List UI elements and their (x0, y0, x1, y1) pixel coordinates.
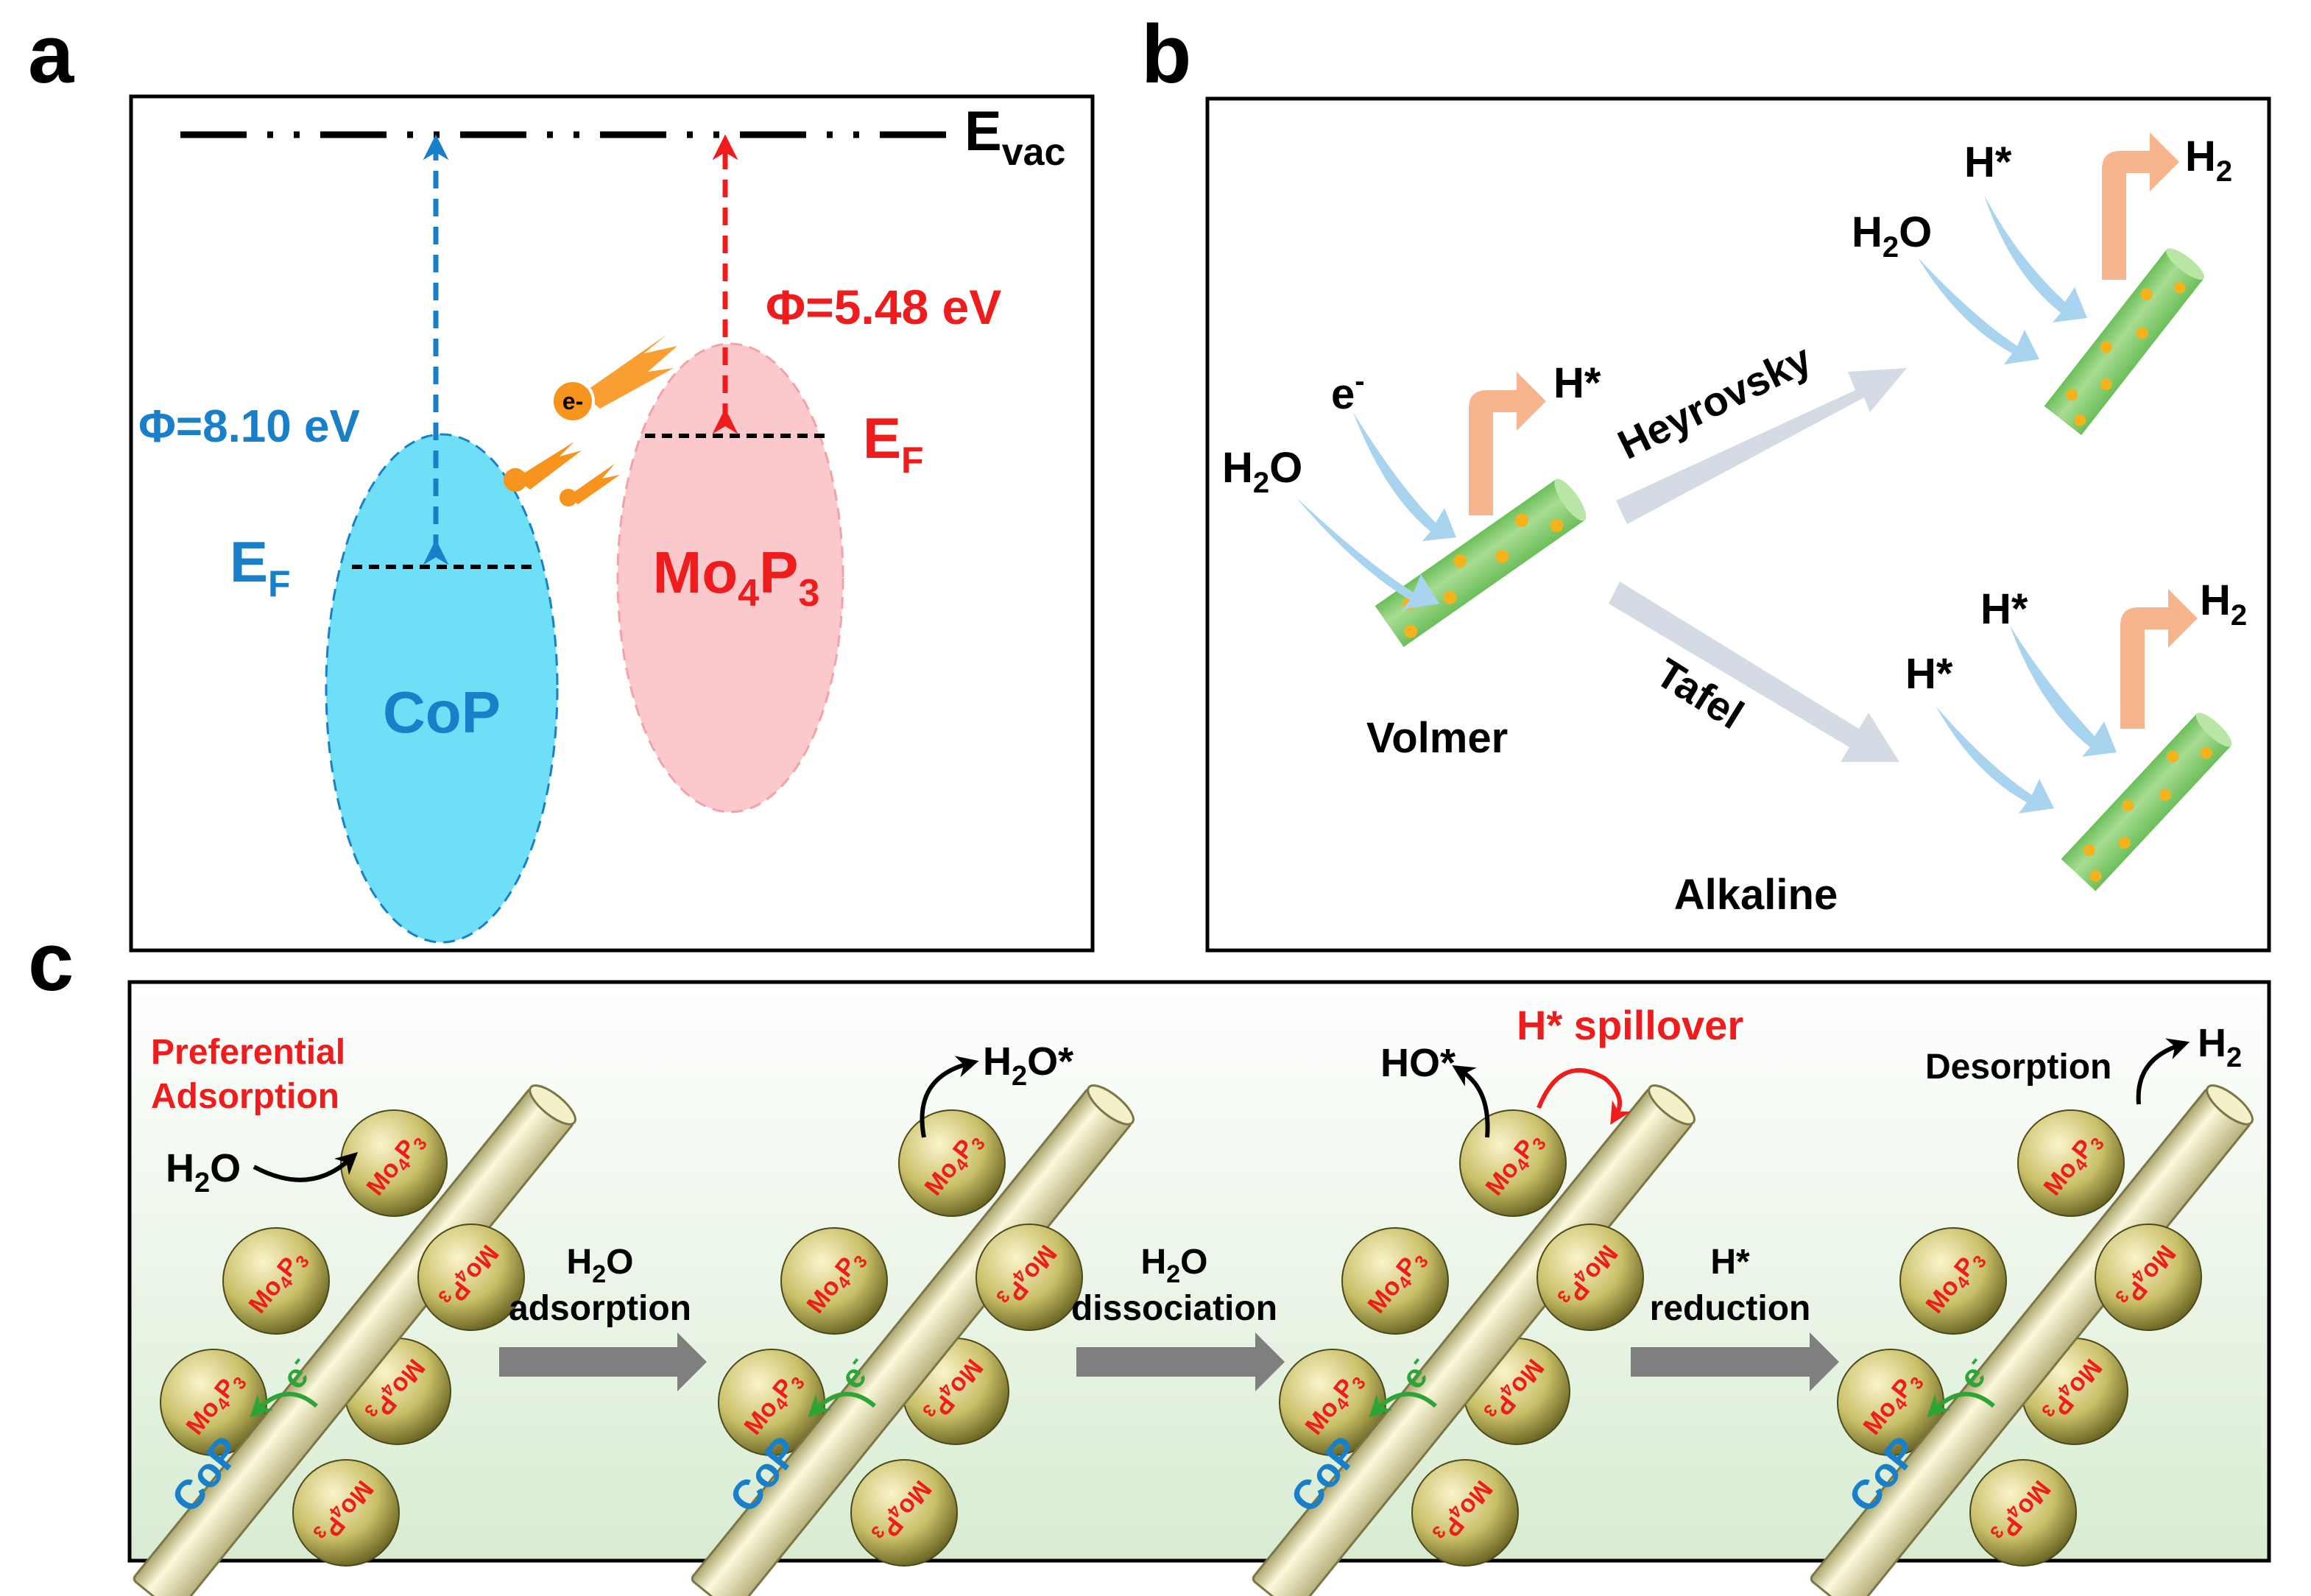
cop-rod (1252, 1084, 1696, 1596)
volmer-hstar-label: H* (1553, 359, 1601, 407)
preferential-adsorption-label-1: Preferential (151, 1033, 345, 1072)
volmer-h2o-arrow (1296, 497, 1439, 610)
spillover-label: H* spillover (1517, 1002, 1743, 1048)
mo4p3-sphere: Mo4P3 (1411, 1459, 1519, 1567)
heyrovsky-rod (2044, 248, 2205, 436)
heyrovsky-hstar-label: H* (1964, 138, 2012, 186)
hostar-label: HO* (1380, 1041, 1456, 1085)
electron-comet-icon: e- (551, 335, 677, 423)
tafel-hstar-arrow-2 (2010, 626, 2117, 757)
desorption-arrow (2136, 1038, 2190, 1105)
mo4p3-sphere: Mo4P3 (850, 1459, 958, 1567)
spillover-arrow (1536, 1067, 1631, 1125)
mo4p3-sphere: Mo4P3 (1459, 1109, 1567, 1217)
mo4p3-sphere: Mo4P3 (1969, 1459, 2077, 1567)
step-adsorption-line1: H2O (567, 1243, 634, 1288)
mo4p3-sphere: Mo4P3 (222, 1227, 330, 1335)
electron-comet-small-icon (504, 442, 620, 506)
step-reduction-line1: H* (1710, 1243, 1750, 1282)
cop-label: CoP (383, 679, 501, 745)
step-arrow-dissociation (1076, 1332, 1285, 1391)
evac-label: Evac (964, 100, 1065, 174)
h2ostar-arrow (920, 1056, 979, 1138)
panel-b-letter: b (1141, 8, 1191, 100)
heyrovsky-hstar-arrow (1984, 195, 2087, 322)
mo4p3-sphere: Mo4P3 (1536, 1224, 1644, 1331)
heyrovsky-h2o-label: H2O (1852, 208, 1932, 264)
tafel-hstar-label-2: H* (1980, 585, 2028, 633)
hostar-arrow (1452, 1065, 1490, 1138)
cop-rod (691, 1084, 1135, 1596)
mo4p3-band-ellipse (616, 342, 844, 813)
volmer-electron-label: e- (1331, 365, 1365, 418)
alkaline-label: Alkaline (1674, 871, 1838, 919)
panel-a-letter: a (28, 8, 74, 100)
tafel-arrow (1609, 582, 1899, 762)
tafel-rod (2061, 713, 2232, 891)
h2ostar-label: H2O* (983, 1039, 1073, 1092)
tafel-h2-arrow (2120, 589, 2198, 729)
cop-work-function-label: Φ=8.10 eV (138, 401, 360, 452)
mo4p3-sphere: Mo4P3 (417, 1224, 525, 1331)
heyrovsky-arrow (1616, 368, 1907, 524)
step-adsorption-line2: adsorption (509, 1289, 691, 1328)
mo4p3-fermi-label: EF (863, 406, 924, 481)
heyrovsky-h2-label: H2 (2185, 133, 2232, 188)
heyrovsky-h2-arrow (2102, 133, 2179, 280)
mo4p3-sphere: Mo4P3 (2017, 1109, 2125, 1217)
mo4p3-sphere: Mo4P3 (975, 1224, 1083, 1331)
electron-transfer-arrow (1927, 1391, 1995, 1418)
panel-b-frame (1205, 96, 2271, 953)
volmer-label: Volmer (1366, 714, 1508, 762)
electron-transfer-arrow (1369, 1391, 1437, 1418)
panel-a: a Evac Φ=8.10 eV EF CoP Φ=5.48 eV EF Mo4… (28, 8, 1095, 953)
tafel-h2-label: H2 (2200, 576, 2247, 632)
cop-fermi-label: EF (230, 529, 291, 604)
desorption-label: Desorption (1925, 1048, 2111, 1087)
step-reduction-line2: reduction (1650, 1289, 1811, 1328)
mo4p3-sphere: Mo4P3 (160, 1349, 267, 1456)
h2o-adsorb-arrow (253, 1151, 359, 1182)
mo4p3-sphere: Mo4P3 (1899, 1227, 2007, 1335)
mo4p3-sphere: Mo4P3 (898, 1109, 1006, 1217)
mo4p3-label: Mo4P3 (653, 540, 820, 615)
mo4p3-sphere: Mo4P3 (340, 1109, 448, 1217)
step-arrow-reduction (1631, 1332, 1839, 1391)
step-dissociation-line2: dissociation (1071, 1289, 1277, 1328)
mo4p3-sphere: Mo4P3 (2095, 1224, 2202, 1331)
cop-rod (133, 1084, 576, 1596)
h2o-label: H2O (166, 1146, 241, 1198)
step-arrow-adsorption (499, 1332, 707, 1391)
mo4p3-sphere: Mo4P3 (1837, 1349, 1944, 1456)
h2-label: H2 (2198, 1021, 2242, 1073)
heyrovsky-h2o-arrow (1918, 258, 2039, 364)
electron-transfer-arrow (250, 1391, 318, 1418)
mo4p3-sphere: Mo4P3 (1341, 1227, 1449, 1335)
svg-text:e-: e- (562, 388, 583, 414)
mo4p3-work-function-label: Φ=5.48 eV (766, 280, 1001, 334)
volmer-hstar-arrow (1469, 372, 1546, 515)
electron-transfer-arrow (808, 1391, 876, 1418)
preferential-adsorption-label-2: Adsorption (151, 1077, 339, 1116)
mo4p3-sphere: Mo4P3 (780, 1227, 888, 1335)
mo4p3-sphere: Mo4P3 (1279, 1349, 1386, 1456)
mo4p3-sphere: Mo4P3 (292, 1459, 400, 1567)
volmer-h2o-label: H2O (1222, 444, 1302, 499)
tafel-hstar-arrow-1 (1936, 707, 2054, 813)
panel-c-letter: c (28, 916, 74, 1008)
cop-rod (1810, 1084, 2254, 1596)
step-dissociation-line1: H2O (1141, 1243, 1208, 1288)
volmer-electron-arrow (1353, 412, 1456, 541)
panel-a-frame (129, 94, 1095, 953)
panel-b: b H2O e- H* Volmer Heyrovsky Tafel (1141, 8, 2271, 953)
tafel-hstar-label-1: H* (1905, 650, 1953, 698)
